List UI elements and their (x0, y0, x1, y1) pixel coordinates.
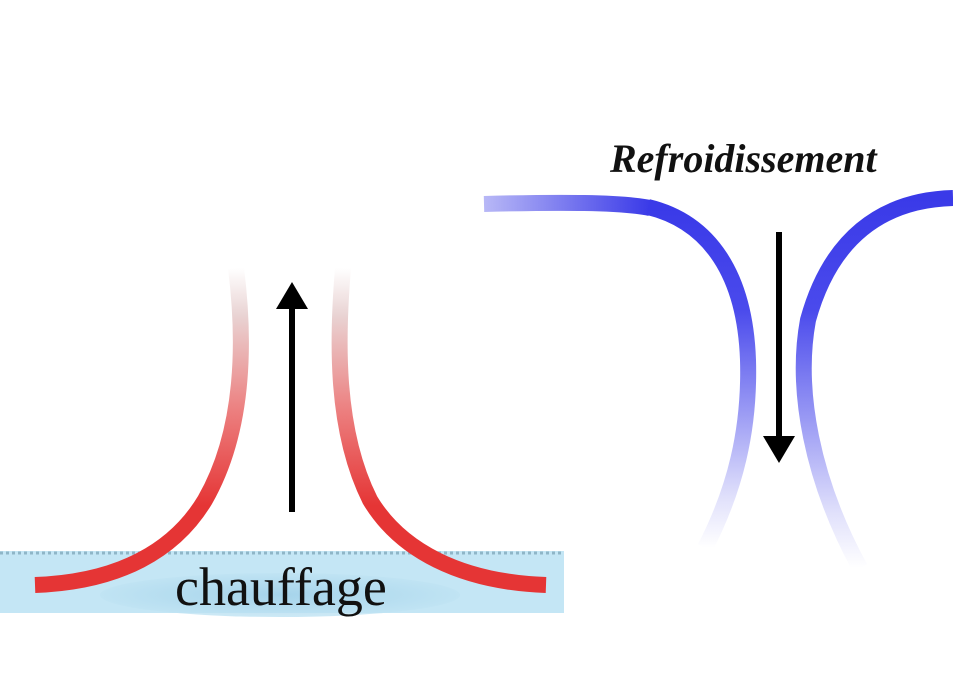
heating-flow (34, 267, 547, 593)
heating-flow-right-curve (331, 267, 547, 593)
heating-flow-left-curve (34, 267, 249, 593)
heating-label: chauffage (175, 557, 387, 617)
heated-surface (0, 551, 564, 617)
down-arrow-icon (763, 232, 795, 463)
cooling-flow (483, 190, 953, 572)
up-arrow-icon (276, 282, 308, 512)
cooling-flow-left-curve (645, 199, 757, 552)
cooling-label: Refroidissement (609, 136, 879, 181)
cooling-flow-left-top (483, 194, 652, 216)
cooling-flow-right-curve (795, 190, 953, 572)
